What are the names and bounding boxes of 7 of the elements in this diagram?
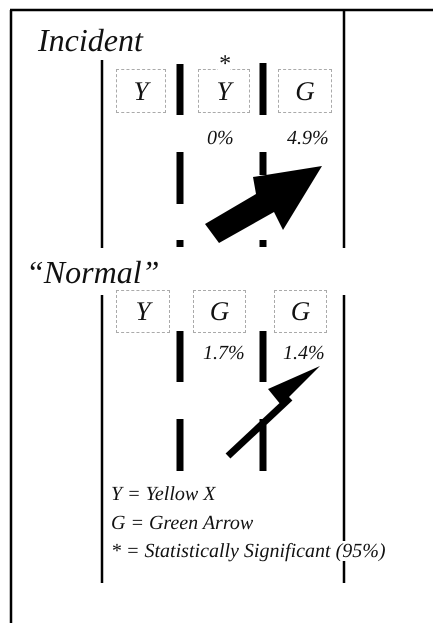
signal-box: Y [198, 69, 250, 113]
signal-box: Y [116, 290, 170, 333]
signal-box: G [274, 290, 327, 333]
signal-box: G [193, 290, 246, 333]
key-text: * = Statistically Significant (95%) [111, 541, 386, 561]
signal-box: G [278, 69, 332, 113]
signal-box: Y [116, 69, 166, 113]
